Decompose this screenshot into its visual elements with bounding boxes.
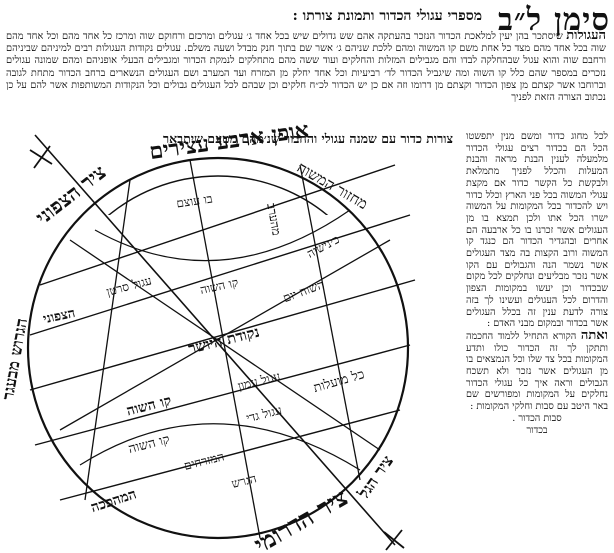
north-pole-star-icon: [29, 145, 53, 169]
label-north-arc: בו עוצם: [175, 192, 213, 211]
column-footer-1: סבות הכדור .: [512, 412, 562, 424]
horizon-arc-upper: [94, 209, 351, 262]
parallel-line-2: [29, 214, 411, 336]
label-equinox: השוה יום: [281, 277, 326, 305]
label-lower-left: קו השוה: [127, 432, 171, 457]
meridian-right: [299, 164, 361, 481]
label-capricorn-circle: עגול גדי: [245, 403, 284, 425]
south-pole-star-icon: [383, 529, 405, 551]
chapter-subtitle: מספרי עגולי הכדור ותמונת צורתו :: [292, 8, 482, 24]
ring-label-left-vertical: הגרוש מבעגר: [0, 317, 31, 402]
intro-paragraph: העגולות שיסתכר בהן יעין למלאכת הכדור הנז…: [6, 30, 606, 130]
figure-caption: צורות כדור עם שמנה עגולי והחבור שנ׳מהם מ…: [162, 131, 454, 146]
ecliptic-line-a: [69, 239, 381, 451]
section-lead-word: ואתה: [580, 327, 608, 343]
column-text-b: הקורא התחיל ללמוד החכמה ותתקן לך זה הכדו…: [466, 330, 608, 413]
label-lower-center: המזרחים: [182, 449, 225, 473]
ring-label-north-axis: ציר הצפוני: [31, 160, 111, 230]
outer-circle: [26, 156, 410, 540]
chapter-heading: סימן ל״ב מספרי עגולי הכדור ותמונת צורתו …: [180, 2, 610, 42]
armillary-sphere-diagram: אופן ארבע עצירים ציר הצפוני ציר הדרומי ה…: [0, 120, 416, 553]
intro-text: שיסתכר בהן יעין למלאכת הכדור הנזכר בהעתק…: [6, 31, 606, 104]
column-footer-2: בכדור: [526, 424, 548, 436]
ring-label-south-axis: ציר הדרומי: [249, 482, 353, 553]
meridian-center: [189, 159, 261, 539]
right-text-column: לכל מחוג כדור ומשם מנין יתפשטו הכל הם בכ…: [466, 131, 608, 543]
intro-lead-word: העגולות: [566, 30, 606, 43]
chapter-number: סימן ל״ב: [497, 2, 610, 38]
label-center-point: נקודת היושר: [186, 323, 261, 358]
label-arctic: הצפוני: [42, 306, 77, 327]
parallel-line-4: [34, 344, 411, 446]
label-bottom-center: הגרש: [230, 471, 258, 491]
label-lower-equator: קו השוה: [125, 393, 173, 420]
meridian-left: [84, 179, 131, 501]
label-cancer-circle: קו השוה: [199, 275, 240, 297]
parallel-line-1: [39, 164, 396, 286]
label-zodiac-left: עגול סרטן: [105, 273, 154, 299]
label-ecliptic-top: מהערב: [264, 202, 283, 236]
label-winter: כינישיה: [305, 232, 342, 261]
ecliptic-line-b: [59, 239, 391, 431]
horizon-arc-lower: [79, 423, 361, 471]
inner-ring-arc: [107, 175, 329, 215]
ring-label-right-upper: מחזור המשוה: [294, 158, 371, 213]
column-text-a: לכל מחוג כדור ומשם מנין יתפשטו הכל הם בכ…: [466, 131, 608, 330]
polar-axis-line: [34, 134, 396, 546]
